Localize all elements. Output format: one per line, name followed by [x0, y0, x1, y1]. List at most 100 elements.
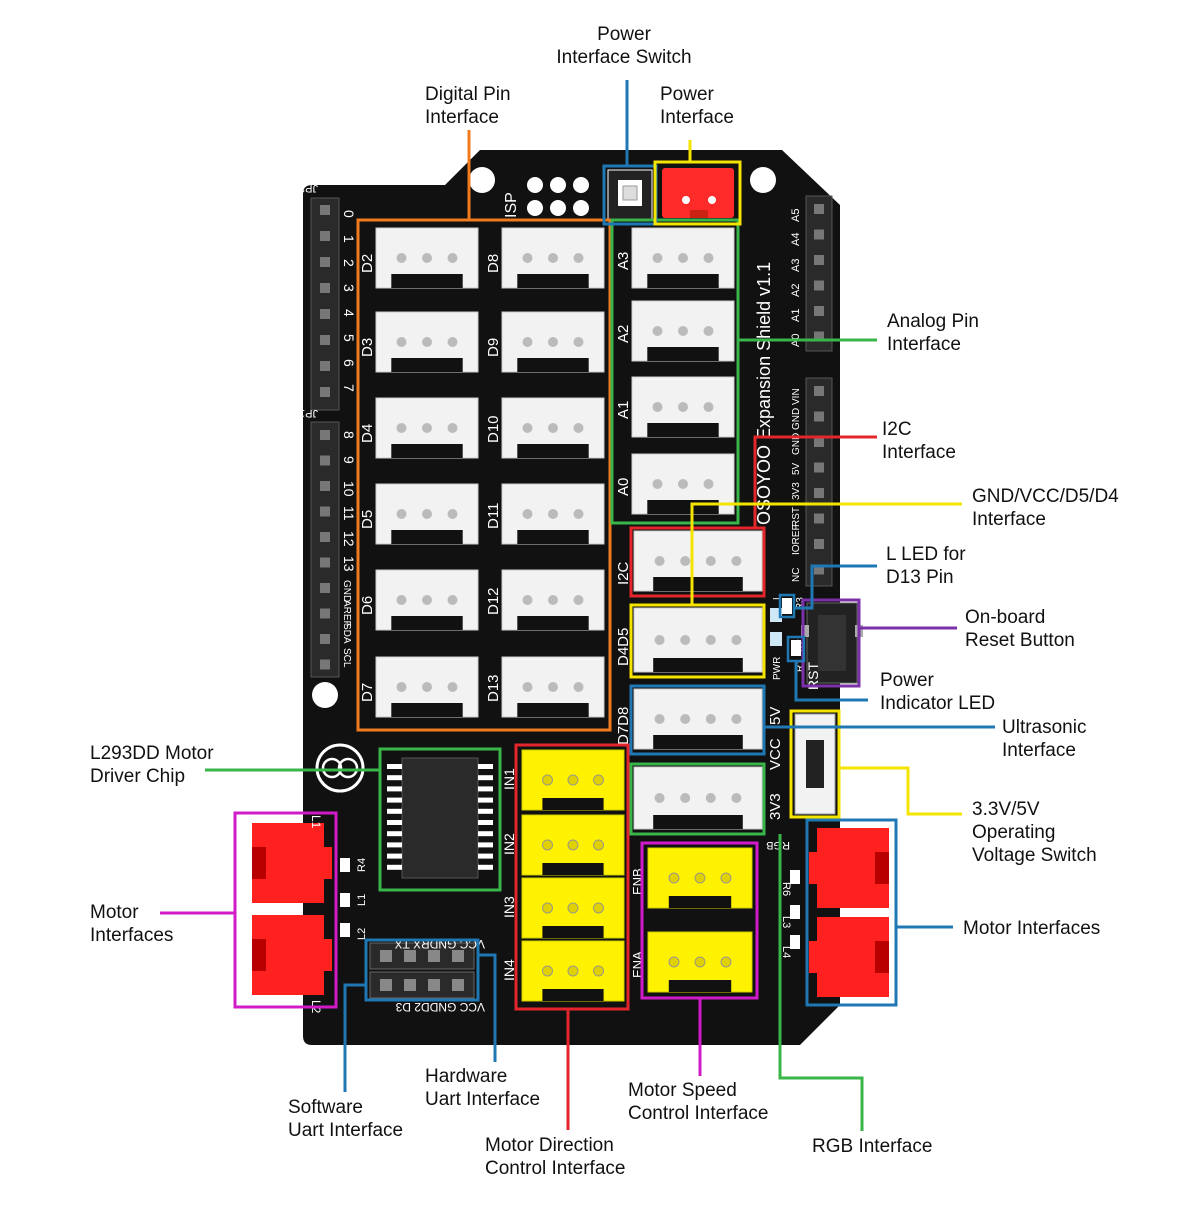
- motor-direction-in4[interactable]: [521, 940, 625, 1002]
- voltage-switch[interactable]: [794, 713, 836, 815]
- analog-port-a2[interactable]: [631, 300, 735, 362]
- callout-text: Voltage Switch: [972, 845, 1097, 866]
- pin-number-label: 6: [341, 359, 357, 367]
- port-label: D3: [359, 338, 376, 357]
- port-label: D7D8: [615, 707, 632, 745]
- l293dd-chip: [387, 757, 493, 879]
- digital-port-d9[interactable]: [501, 311, 605, 373]
- resistor-label: R6: [780, 882, 792, 896]
- mounting-hole: [750, 167, 776, 193]
- power-connector[interactable]: [662, 168, 734, 218]
- callout-text: Power: [880, 670, 935, 691]
- uart-box: [364, 938, 480, 1002]
- digital-port-d8[interactable]: [501, 227, 605, 289]
- power-interface-switch[interactable]: [607, 169, 653, 221]
- callout-text: Interface: [1002, 740, 1076, 761]
- power-header-label: RST: [791, 507, 802, 527]
- motor-direction-in2[interactable]: [521, 814, 625, 876]
- pin-number-label: 13: [341, 556, 357, 572]
- rgb-port[interactable]: [633, 766, 763, 830]
- ultrasonic-port[interactable]: [633, 688, 763, 750]
- ultrasonic-box: [629, 684, 766, 756]
- header-pin: [320, 659, 330, 670]
- analog-port-a3[interactable]: [631, 227, 735, 289]
- header-pin: [320, 455, 330, 466]
- power-header-label: 5V: [791, 462, 802, 475]
- port-label: IN2: [501, 833, 517, 855]
- d4d5-port[interactable]: [633, 607, 763, 673]
- digital-port-d10[interactable]: [501, 397, 605, 459]
- power-header-label: GND: [791, 408, 802, 430]
- d4d5-box: [629, 603, 766, 679]
- callout-text: Software: [288, 1097, 363, 1118]
- reset-button[interactable]: [801, 602, 863, 684]
- left-motor-connector-2[interactable]: [252, 915, 332, 995]
- analog-port-a1[interactable]: [631, 376, 735, 438]
- motor-speed-enb[interactable]: [647, 847, 753, 909]
- digital-port-d2[interactable]: [375, 227, 479, 289]
- digital-port-d3[interactable]: [375, 311, 479, 373]
- header-pin: [814, 229, 824, 240]
- digital-port-d5[interactable]: [375, 483, 479, 545]
- i2c-port[interactable]: [633, 530, 763, 592]
- analog-pin-header: [805, 195, 833, 352]
- led-label: L: [772, 594, 783, 600]
- motor-speed-ena[interactable]: [647, 931, 753, 993]
- header-pin: [814, 488, 824, 498]
- header-pin: [814, 437, 824, 447]
- pin-number-label: 9: [341, 456, 357, 464]
- header-pin: [320, 532, 330, 542]
- voltage-switch-box: [789, 709, 841, 819]
- board-title: OSOYOO Expansion Shield v1.1: [754, 262, 774, 525]
- port-label: D10: [485, 415, 502, 443]
- motor-direction-in1[interactable]: [521, 749, 625, 811]
- header-label: SCL: [341, 648, 352, 668]
- digital-port-d13[interactable]: [501, 656, 605, 718]
- digital-port-d6[interactable]: [375, 569, 479, 631]
- resistor-label: R4: [356, 858, 368, 872]
- port-label: 5V: [767, 707, 784, 725]
- digital-port-d11[interactable]: [501, 483, 605, 545]
- header-label: AREF: [341, 600, 352, 627]
- right-motor-connector-1[interactable]: [809, 828, 889, 908]
- resistor-label: R1: [795, 659, 806, 672]
- uart-headers[interactable]: VCC GNDRX TX VCC GNDD2 D3: [369, 937, 485, 1014]
- header-pin: [320, 309, 330, 319]
- digital-port-d7[interactable]: [375, 656, 479, 718]
- leader-lines: [160, 80, 995, 1131]
- port-label: RGB: [766, 839, 790, 851]
- pin-number-label: 4: [341, 309, 357, 317]
- digital-port-d12[interactable]: [501, 569, 605, 631]
- left-motor-connector-1[interactable]: [252, 823, 332, 903]
- motor-direction-in3[interactable]: [521, 877, 625, 939]
- left-pin-header-jp2: [310, 197, 340, 411]
- analog-header-label: A2: [790, 284, 802, 297]
- port-label: IN1: [501, 768, 517, 790]
- pin-number-label: 3: [341, 284, 357, 292]
- header-pin: [814, 462, 824, 473]
- pin-number-label: 7: [341, 384, 357, 392]
- callout-text: Ultrasonic: [1002, 717, 1086, 738]
- callout-text: GND/VCC/D5/D4: [972, 486, 1119, 507]
- rgb-box: [629, 762, 766, 836]
- pin-number-label: 1: [341, 235, 357, 243]
- port-label: D9: [485, 338, 502, 357]
- header-pin: [814, 564, 824, 575]
- port-label: A0: [615, 478, 632, 496]
- digital-port-d4[interactable]: [375, 397, 479, 459]
- header-pin: [320, 583, 330, 593]
- callout-text: On-board: [965, 607, 1045, 628]
- power-header-label: NC: [791, 568, 802, 582]
- l-led-box: [778, 593, 796, 619]
- analog-header-label: A3: [790, 259, 802, 272]
- right-motor-connector-2[interactable]: [809, 917, 889, 997]
